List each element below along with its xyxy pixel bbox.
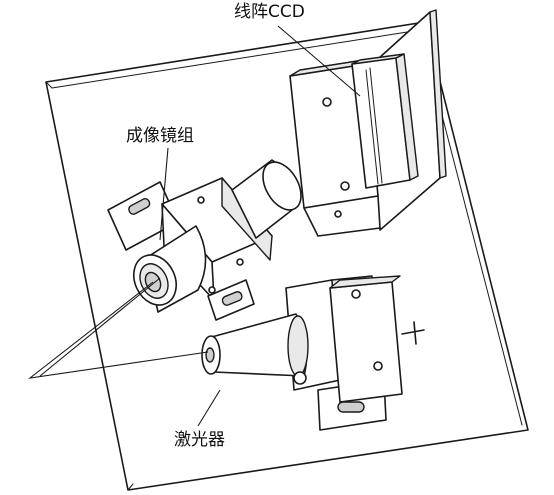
laser-assembly: [201, 275, 425, 431]
laser-leader-line: [197, 389, 221, 427]
lens-label: 成像镜组: [126, 126, 194, 146]
base-plate: [45, 21, 529, 491]
ccd-label: 线阵CCD: [234, 2, 305, 22]
linear-ccd-assembly: [289, 9, 447, 237]
ccd-leader-line: [277, 25, 361, 97]
lens-leader-line: [159, 147, 169, 241]
imaging-lens-assembly: [107, 159, 302, 321]
optical-path: [28, 277, 209, 379]
laser-label: 激光器: [174, 430, 225, 450]
